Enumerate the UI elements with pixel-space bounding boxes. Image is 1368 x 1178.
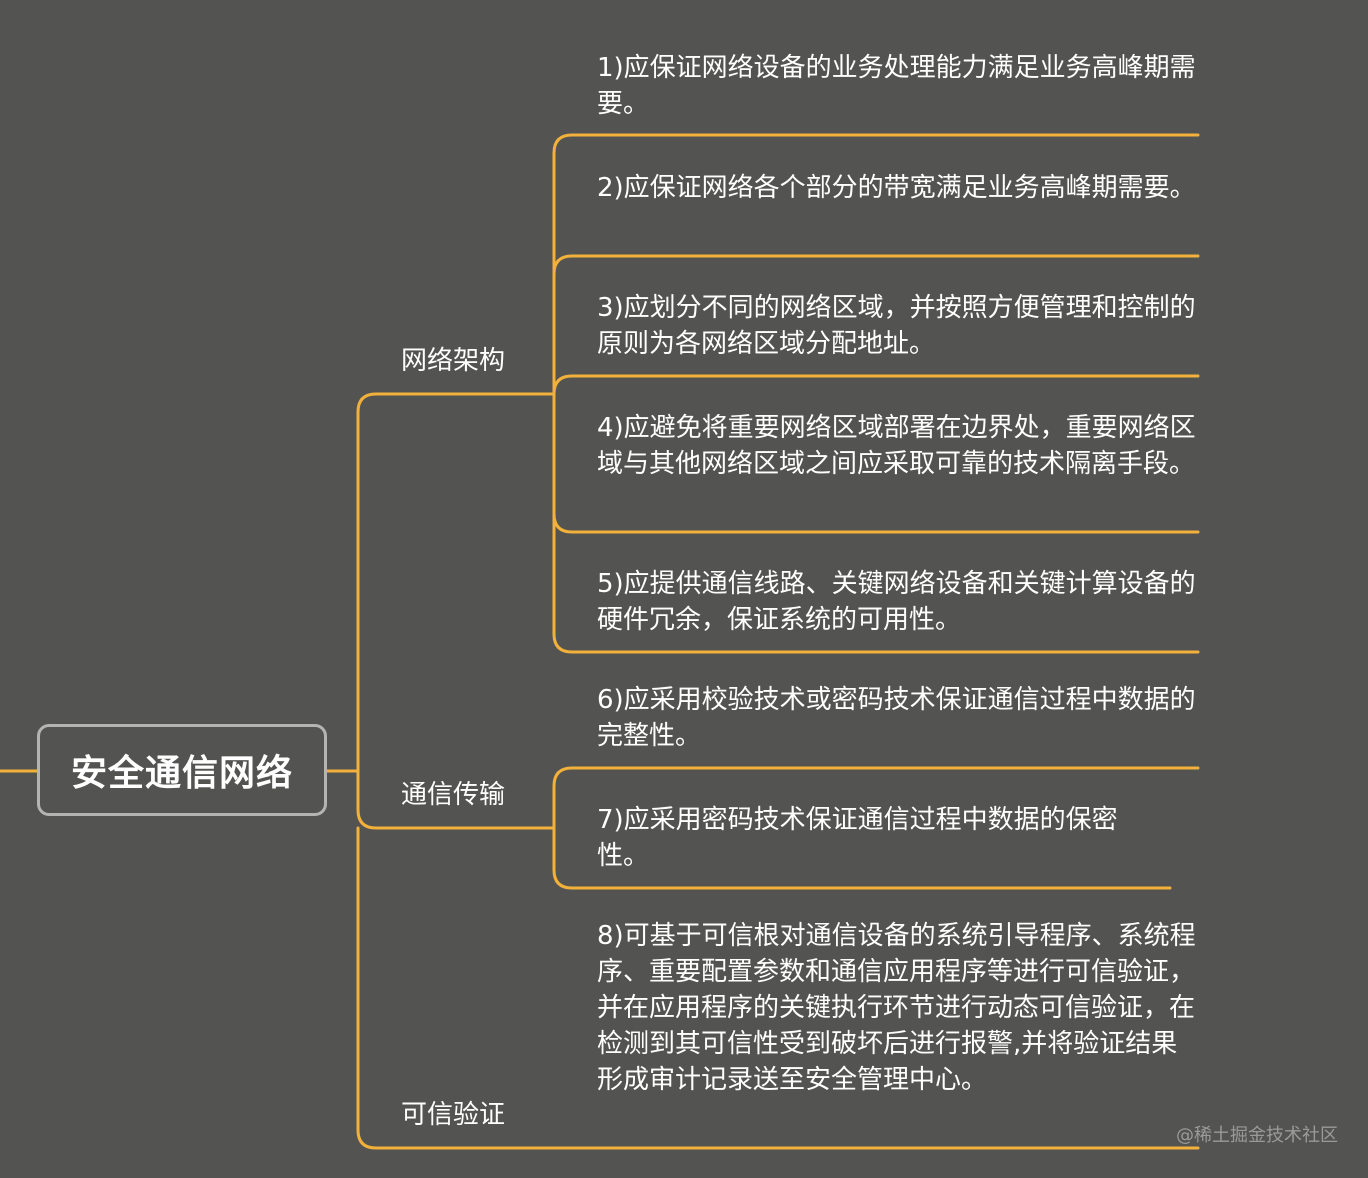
branch-network-architecture[interactable]: 网络架构 xyxy=(401,346,506,376)
branch2-bracket-bottom xyxy=(552,826,1172,890)
leaf-item-3[interactable]: 3)应划分不同的网络区域，并按照方便管理和控制的原则为各网络区域分配地址。 xyxy=(597,293,1196,359)
branch1-leaf4-line xyxy=(552,392,1200,534)
leaf-item-1[interactable]: 1)应保证网络设备的业务处理能力满足业务高峰期需要。 xyxy=(597,53,1196,119)
branch1-bracket-bottom xyxy=(552,392,1200,654)
leaf-item-7[interactable]: 7)应采用密码技术保证通信过程中数据的保密性。 xyxy=(597,805,1118,871)
branch-trusted-verification[interactable]: 可信验证 xyxy=(401,1100,506,1130)
branch2-bracket-top xyxy=(552,766,1200,830)
leaf-item-8[interactable]: 8)可基于可信根对通信设备的系统引导程序、系统程序、重要配置参数和通信应用程序等… xyxy=(597,921,1196,1095)
main-bracket-mid xyxy=(356,769,556,830)
main-bracket-top xyxy=(356,392,556,773)
branch1-bracket-top xyxy=(552,133,1200,396)
branch1-leaf3-line xyxy=(552,374,1200,396)
branch1-leaf2-line xyxy=(552,254,1200,276)
leaf-item-4[interactable]: 4)应避免将重要网络区域部署在边界处，重要网络区域与其他网络区域之间应采取可靠的… xyxy=(597,413,1196,479)
root-node[interactable]: 安全通信网络 xyxy=(37,724,327,816)
main-bracket-bottom xyxy=(356,826,1200,1150)
leaf-item-2[interactable]: 2)应保证网络各个部分的带宽满足业务高峰期需要。 xyxy=(597,173,1196,203)
root-label: 安全通信网络 xyxy=(70,753,293,794)
leaf-item-6[interactable]: 6)应采用校验技术或密码技术保证通信过程中数据的完整性。 xyxy=(597,685,1196,751)
branch-communication-transmission[interactable]: 通信传输 xyxy=(401,780,506,810)
watermark: @稀土掘金技术社区 xyxy=(1176,1125,1338,1146)
leaf-item-5[interactable]: 5)应提供通信线路、关键网络设备和关键计算设备的硬件冗余，保证系统的可用性。 xyxy=(597,569,1196,635)
